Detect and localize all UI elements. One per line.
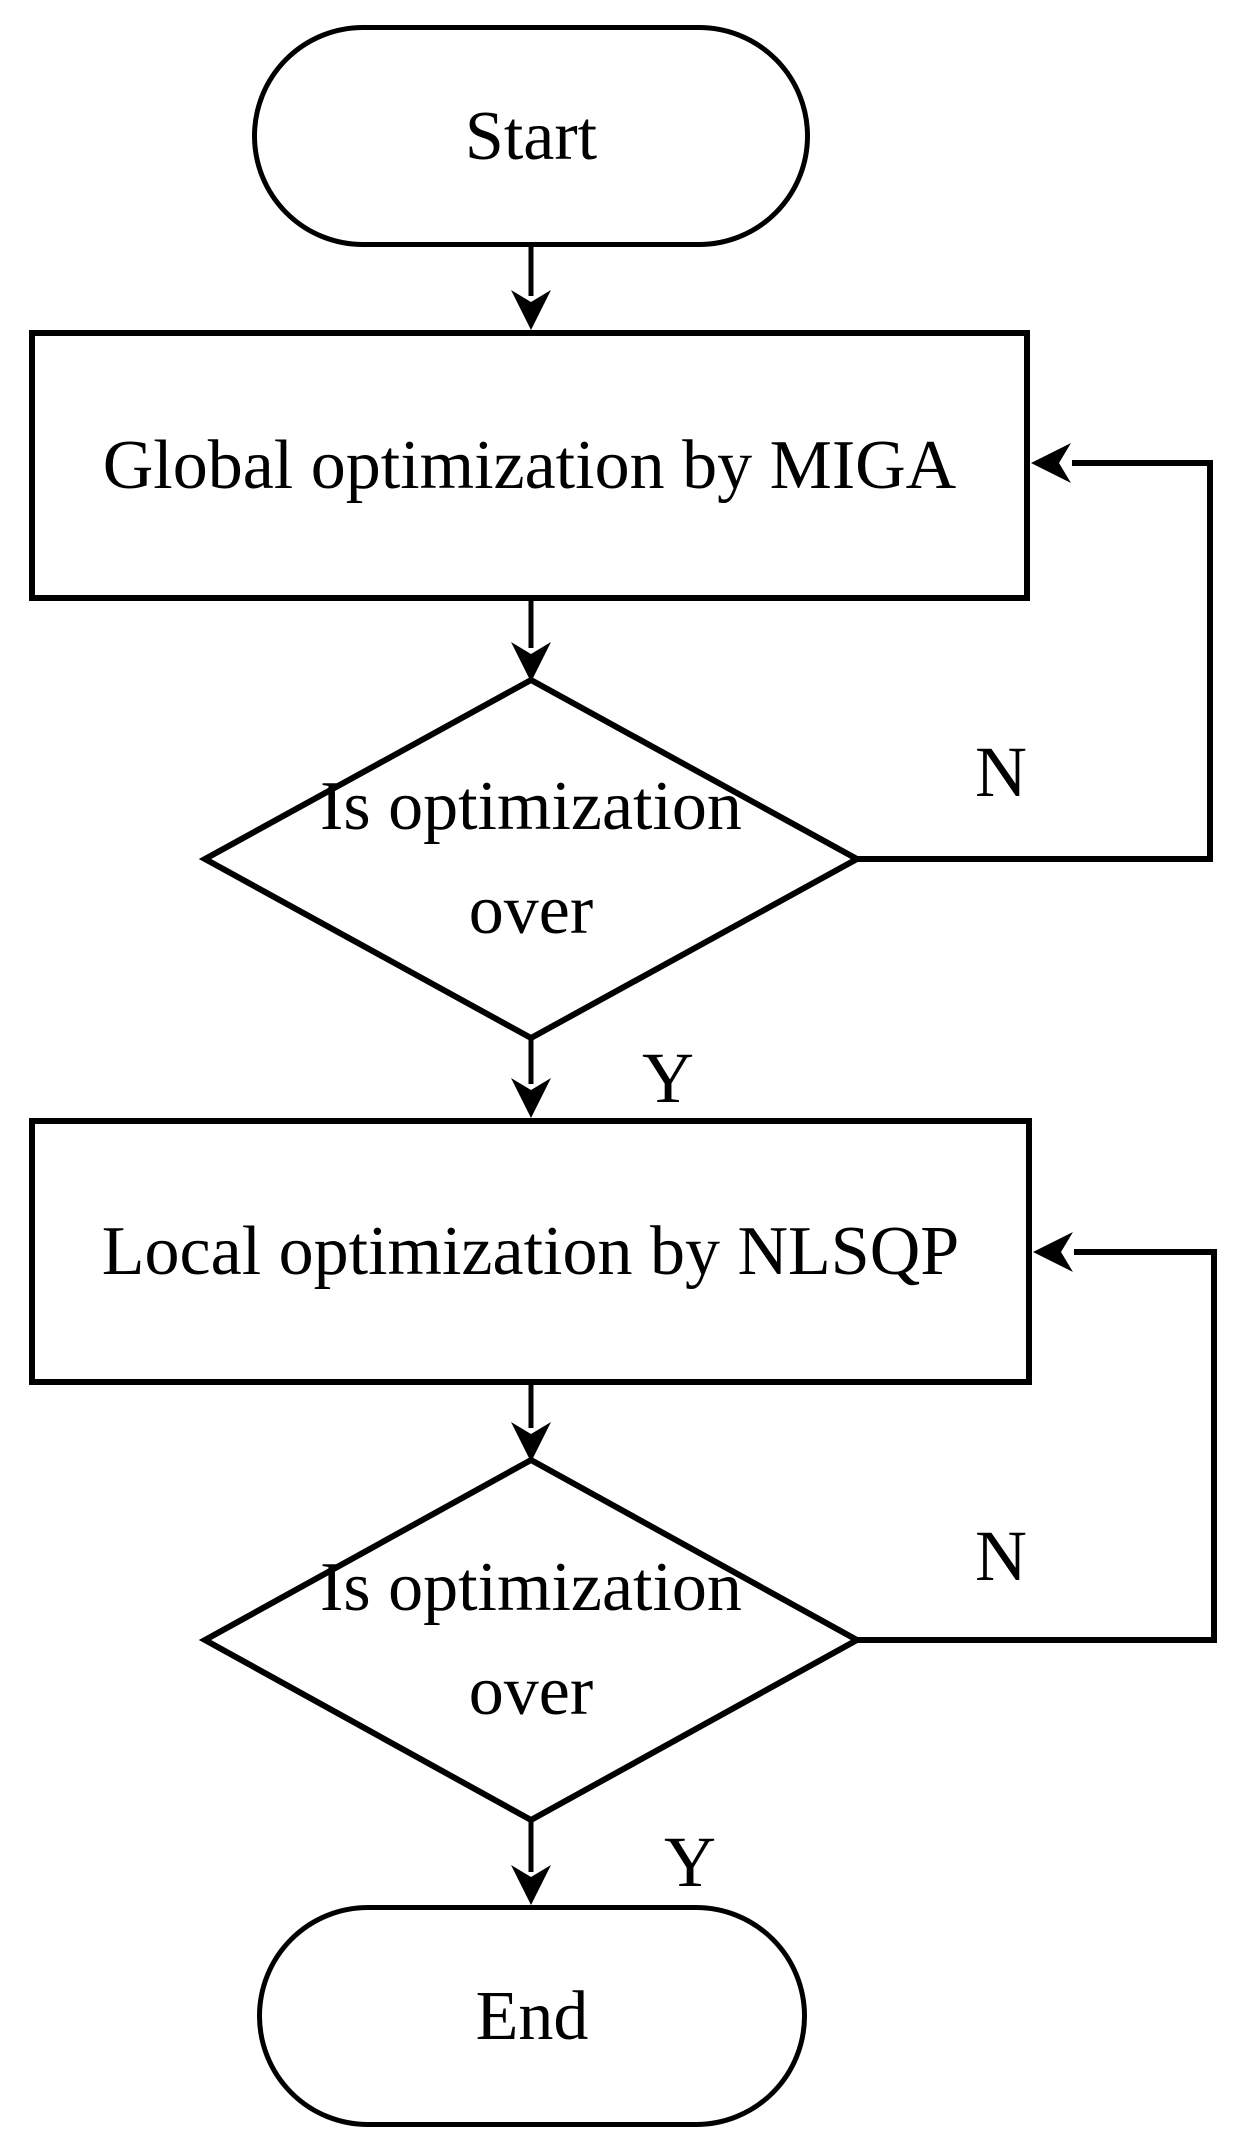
decision1-label-line1: Is optimization — [320, 768, 742, 845]
decision1-diamond-shape — [198, 676, 864, 1042]
arrowhead-global-to-decision1 — [511, 642, 551, 682]
start-node-label: Start — [464, 97, 598, 175]
arrowhead-decision2-yes-to-end — [511, 1865, 551, 1905]
decision1-no-label: N — [975, 732, 1027, 812]
arrowhead-decision1-no-loop — [1031, 443, 1071, 483]
decision1-node: Is optimization over — [205, 680, 857, 1038]
global-optimization-node: Global optimization by MIGA — [29, 330, 1030, 601]
decision1-label-line2: over — [468, 872, 594, 949]
decision2-diamond-shape — [198, 1456, 864, 1824]
arrowhead-decision2-no-loop — [1033, 1232, 1073, 1272]
local-optimization-label: Local optimization by NLSQP — [101, 1213, 960, 1290]
local-optimization-node: Local optimization by NLSQP — [29, 1118, 1032, 1385]
edge-decision1-no-loop — [857, 460, 1213, 862]
edge-decision2-no-loop — [857, 1249, 1217, 1643]
decision2-no-label: N — [975, 1516, 1027, 1596]
start-node: Start — [252, 25, 810, 247]
decision1-yes-label: Y — [642, 1038, 694, 1118]
arrowhead-start-to-global — [511, 290, 551, 330]
arrowhead-local-to-decision2 — [511, 1422, 551, 1462]
decision2-label-line1: Is optimization — [320, 1549, 742, 1626]
decision2-node: Is optimization over — [205, 1460, 857, 1820]
global-optimization-label: Global optimization by MIGA — [102, 427, 957, 504]
end-node: End — [257, 1905, 807, 2127]
end-node-label: End — [475, 1977, 589, 2055]
decision2-label-line2: over — [468, 1653, 594, 1730]
arrowhead-decision1-yes-to-local — [511, 1078, 551, 1118]
decision2-yes-label: Y — [664, 1822, 716, 1902]
